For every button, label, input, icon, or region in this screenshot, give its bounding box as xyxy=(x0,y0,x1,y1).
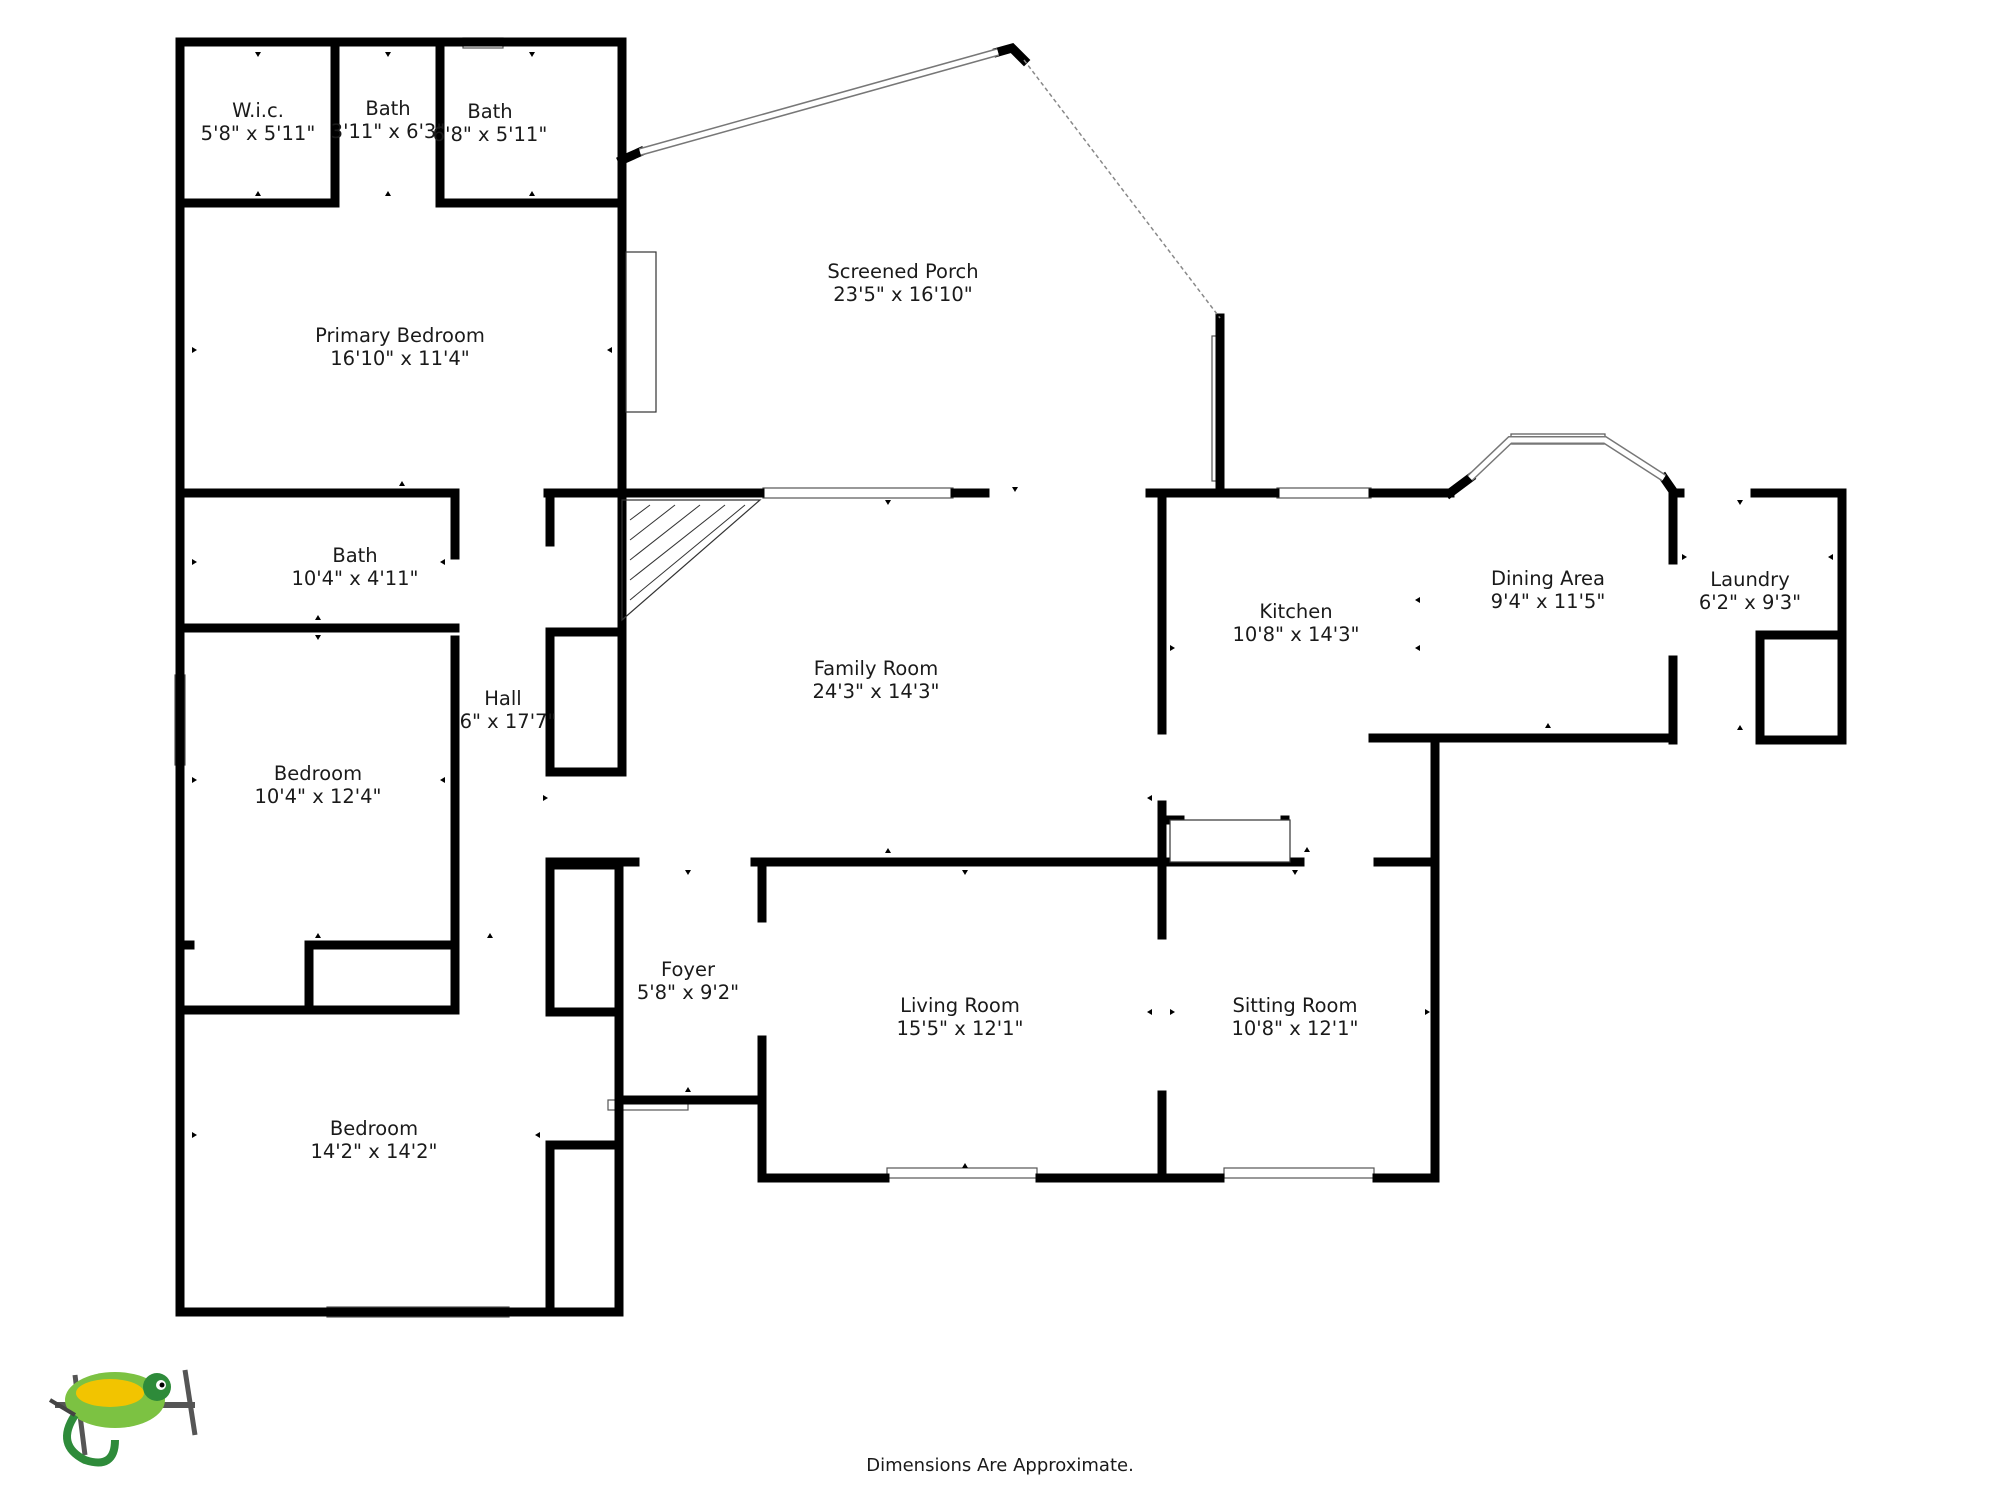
room-size-laundry: 6'2" x 9'3" xyxy=(1699,591,1801,614)
room-size-primary: 16'10" x 11'4" xyxy=(330,347,469,370)
room-size-family: 24'3" x 14'3" xyxy=(812,680,939,703)
door-arrow-icon xyxy=(192,1132,197,1138)
room-size-bed2: 10'4" x 12'4" xyxy=(254,785,381,808)
door-arrow-icon xyxy=(385,191,391,196)
room-size-bath3: 10'4" x 4'11" xyxy=(291,567,418,590)
room-name-dining: Dining Area xyxy=(1491,567,1605,590)
door-arrow-icon xyxy=(385,52,391,57)
porch-screens xyxy=(638,48,1667,482)
door-arrow-icon xyxy=(1170,1009,1175,1015)
door-arrow-icon xyxy=(529,191,535,196)
walls xyxy=(175,37,1847,1317)
room-name-kitchen: Kitchen xyxy=(1259,600,1332,623)
door-arrow-icon xyxy=(885,500,891,505)
room-name-wic: W.i.c. xyxy=(232,99,284,122)
room-size-kitchen: 10'8" x 14'3" xyxy=(1232,623,1359,646)
room-name-bed2: Bedroom xyxy=(274,762,362,785)
room-name-bath1: Bath xyxy=(365,97,410,120)
door-arrow-icon xyxy=(1425,1009,1430,1015)
stairs xyxy=(621,499,762,622)
room-name-foyer: Foyer xyxy=(661,958,716,981)
door-arrow-icon xyxy=(255,52,261,57)
door-arrow-icon xyxy=(535,1132,540,1138)
door-arrow-icon xyxy=(315,635,321,640)
room-name-bath3: Bath xyxy=(332,544,377,567)
door-arrow-icon xyxy=(962,1163,968,1168)
room-name-primary: Primary Bedroom xyxy=(315,324,485,347)
room-name-sitting: Sitting Room xyxy=(1233,994,1358,1017)
door-arrows xyxy=(192,52,1833,1168)
room-size-porch: 23'5" x 16'10" xyxy=(833,283,972,306)
room-size-dining: 9'4" x 11'5" xyxy=(1491,590,1606,613)
door-arrow-icon xyxy=(1292,870,1298,875)
room-size-wic: 5'8" x 5'11" xyxy=(201,122,316,145)
door-arrow-icon xyxy=(1545,723,1551,728)
door-arrow-icon xyxy=(1415,645,1420,651)
door-arrow-icon xyxy=(685,870,691,875)
room-labels: W.i.c. 5'8" x 5'11" Bath 3'11" x 6'3" Ba… xyxy=(201,97,1801,1163)
door-arrow-icon xyxy=(607,347,612,353)
door-arrow-icon xyxy=(1012,487,1018,492)
door-arrow-icon xyxy=(255,191,261,196)
room-size-foyer: 5'8" x 9'2" xyxy=(637,981,739,1004)
room-size-living: 15'5" x 12'1" xyxy=(896,1017,1023,1040)
door-arrow-icon xyxy=(487,933,493,938)
door-arrow-icon xyxy=(529,52,535,57)
door-arrow-icon xyxy=(192,559,197,565)
fixtures xyxy=(625,251,1291,863)
room-name-hall: Hall xyxy=(484,687,521,710)
room-name-living: Living Room xyxy=(900,994,1020,1017)
door-arrow-icon xyxy=(1682,554,1687,560)
disclaimer-text: Dimensions Are Approximate. xyxy=(866,1455,1134,1476)
door-arrow-icon xyxy=(1304,847,1310,852)
chameleon-drone-logo xyxy=(48,1369,198,1467)
door-arrow-icon xyxy=(1737,725,1743,730)
door-arrow-icon xyxy=(315,933,321,938)
door-arrow-icon xyxy=(1828,554,1833,560)
room-size-bed3: 14'2" x 14'2" xyxy=(310,1140,437,1163)
door-arrow-icon xyxy=(543,795,548,801)
room-size-sitting: 10'8" x 12'1" xyxy=(1231,1017,1358,1040)
room-name-family: Family Room xyxy=(814,657,938,680)
door-arrow-icon xyxy=(399,481,405,486)
room-size-hall: 6" x 17'7" xyxy=(460,710,557,733)
door-arrow-icon xyxy=(885,848,891,853)
room-name-bath2: Bath xyxy=(467,100,512,123)
door-arrow-icon xyxy=(1170,645,1175,651)
door-arrow-icon xyxy=(315,615,321,620)
room-name-bed3: Bedroom xyxy=(330,1117,418,1140)
door-arrow-icon xyxy=(1147,1009,1152,1015)
room-size-bath1: 3'11" x 6'3" xyxy=(331,120,446,143)
door-arrow-icon xyxy=(192,347,197,353)
door-arrow-icon xyxy=(440,559,445,565)
door-arrow-icon xyxy=(440,777,445,783)
door-arrow-icon xyxy=(1737,500,1743,505)
door-arrow-icon xyxy=(1415,597,1420,603)
room-size-bath2: 6'8" x 5'11" xyxy=(433,123,548,146)
door-arrow-icon xyxy=(192,777,197,783)
door-arrow-icon xyxy=(685,1087,691,1092)
door-arrow-icon xyxy=(962,870,968,875)
room-name-porch: Screened Porch xyxy=(827,260,978,283)
door-arrow-icon xyxy=(1147,795,1152,801)
room-name-laundry: Laundry xyxy=(1710,568,1789,591)
